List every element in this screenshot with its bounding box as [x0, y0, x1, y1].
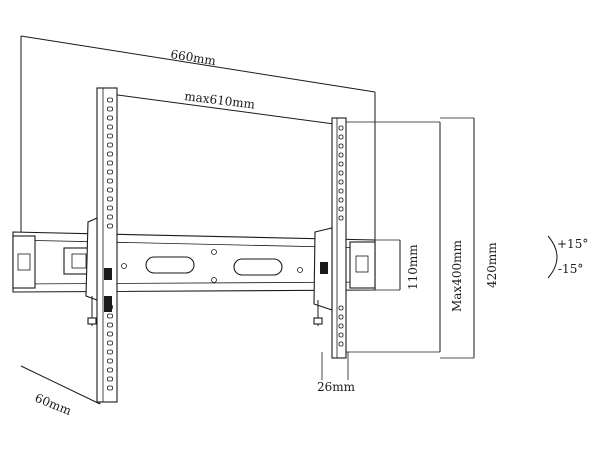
left-arm-lock-bracket	[85, 217, 98, 301]
mounting-hole	[107, 223, 113, 229]
left-arm-lock-tab	[104, 268, 112, 280]
left-clamp-knob	[71, 253, 87, 269]
mounting-hole	[338, 179, 344, 185]
right-arm-holes	[338, 125, 344, 347]
mounting-hole	[107, 142, 113, 148]
wall-rail-right-cap	[349, 241, 376, 289]
arm-width-label: 26mm	[317, 380, 356, 394]
mounting-hole	[338, 143, 344, 149]
mounting-hole	[107, 196, 113, 202]
wall-rail-hole	[297, 267, 303, 273]
mounting-hole	[107, 151, 113, 157]
mounting-hole	[107, 358, 113, 364]
depth-label: 60mm	[33, 391, 74, 418]
wall-rail-left-cap	[12, 235, 36, 289]
mounting-hole	[338, 161, 344, 167]
mounting-hole	[338, 206, 344, 212]
mounting-hole	[338, 188, 344, 194]
mounting-hole	[107, 214, 113, 220]
tilt-arc	[547, 235, 558, 279]
mounting-hole	[338, 134, 344, 140]
left-arm-bar	[96, 87, 118, 403]
wall-rail-left-slot	[17, 253, 31, 271]
wall-rail-right-slot	[355, 255, 369, 273]
mounting-hole	[107, 160, 113, 166]
mounting-hole	[107, 349, 113, 355]
depth-dimension-line	[20, 365, 101, 405]
mounting-hole	[338, 323, 344, 329]
mounting-hole	[107, 376, 113, 382]
mounting-hole	[338, 215, 344, 221]
width-dimension-line	[20, 35, 376, 93]
mounting-hole	[338, 314, 344, 320]
wall-rail-slot-left	[145, 256, 195, 274]
mounting-hole	[338, 332, 344, 338]
tilt-up-label: +15°	[557, 237, 588, 251]
mounting-hole	[107, 133, 113, 139]
hole-spacing-dimension-line	[109, 93, 335, 125]
width-overall-label: 660mm	[170, 47, 218, 68]
mounting-hole	[338, 341, 344, 347]
mounting-hole	[107, 169, 113, 175]
mounting-hole	[107, 115, 113, 121]
mounting-hole	[338, 197, 344, 203]
right-arm-lock-screw-head	[313, 317, 323, 325]
mounting-hole	[338, 152, 344, 158]
left-vertical-arm	[85, 87, 118, 403]
mounting-hole	[107, 313, 113, 319]
mounting-hole	[107, 97, 113, 103]
wall-rail-hole	[121, 263, 127, 269]
mounting-hole	[107, 340, 113, 346]
vertical-spacing-label: Max400mm	[450, 240, 464, 312]
wall-rail-slot-right	[233, 258, 283, 276]
left-arm-holes	[107, 97, 113, 391]
left-arm-lock-screw-head	[87, 317, 97, 325]
left-arm-lock-clip	[104, 296, 112, 312]
mounting-hole	[107, 331, 113, 337]
mounting-hole	[107, 205, 113, 211]
mounting-hole	[107, 322, 113, 328]
tilt-down-label: -15°	[558, 262, 583, 276]
mounting-hole	[338, 125, 344, 131]
right-vertical-arm	[313, 117, 347, 359]
dimension-lines	[20, 35, 475, 405]
arm-length-label: 420mm	[485, 242, 499, 288]
mounting-hole	[338, 170, 344, 176]
mounting-hole	[107, 124, 113, 130]
mounting-hole	[338, 305, 344, 311]
mounting-hole	[107, 367, 113, 373]
right-arm-lock-tab	[320, 262, 328, 274]
mounting-hole	[107, 106, 113, 112]
mounting-hole	[107, 178, 113, 184]
rail-height-label: 110mm	[406, 244, 420, 290]
wall-rail-hole	[211, 249, 217, 255]
mounting-hole	[107, 385, 113, 391]
mounting-hole	[107, 187, 113, 193]
wall-rail-hole	[211, 277, 217, 283]
